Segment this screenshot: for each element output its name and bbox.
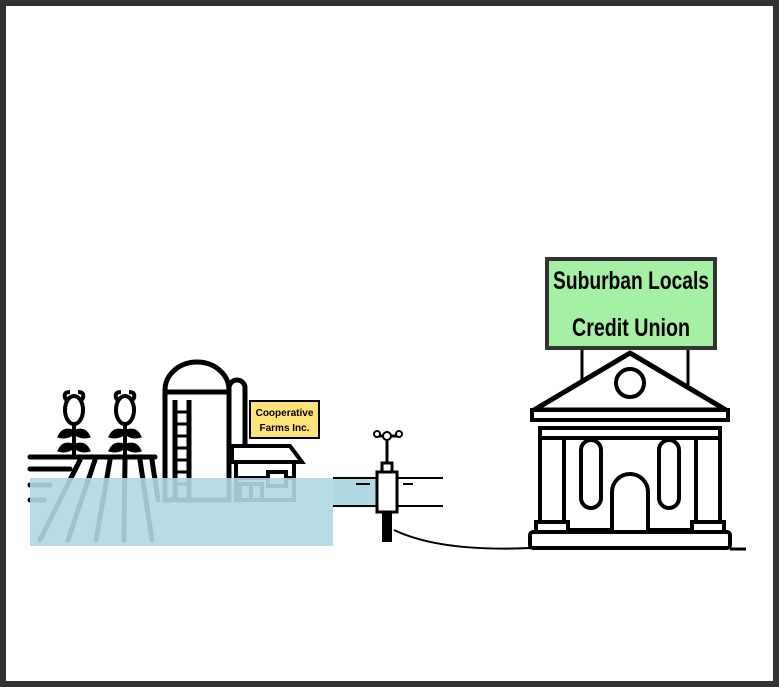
credit-union-sign-line1: Suburban Locals bbox=[553, 267, 709, 295]
credit-union-sign: Suburban Locals Credit Union bbox=[545, 257, 717, 350]
farm-sign: Cooperative Farms Inc. bbox=[249, 400, 320, 439]
bank-building-icon bbox=[528, 348, 746, 551]
water-reservoir bbox=[30, 478, 333, 546]
farm-sign-line1: Cooperative bbox=[256, 408, 314, 419]
valve-icon bbox=[373, 430, 403, 542]
pipe-icon bbox=[333, 477, 443, 507]
corn-icon bbox=[57, 390, 91, 456]
corn-icon bbox=[108, 390, 142, 456]
cable-icon bbox=[393, 529, 531, 550]
credit-union-sign-line2: Credit Union bbox=[572, 314, 690, 342]
farm-sign-line2: Farms Inc. bbox=[259, 423, 309, 434]
